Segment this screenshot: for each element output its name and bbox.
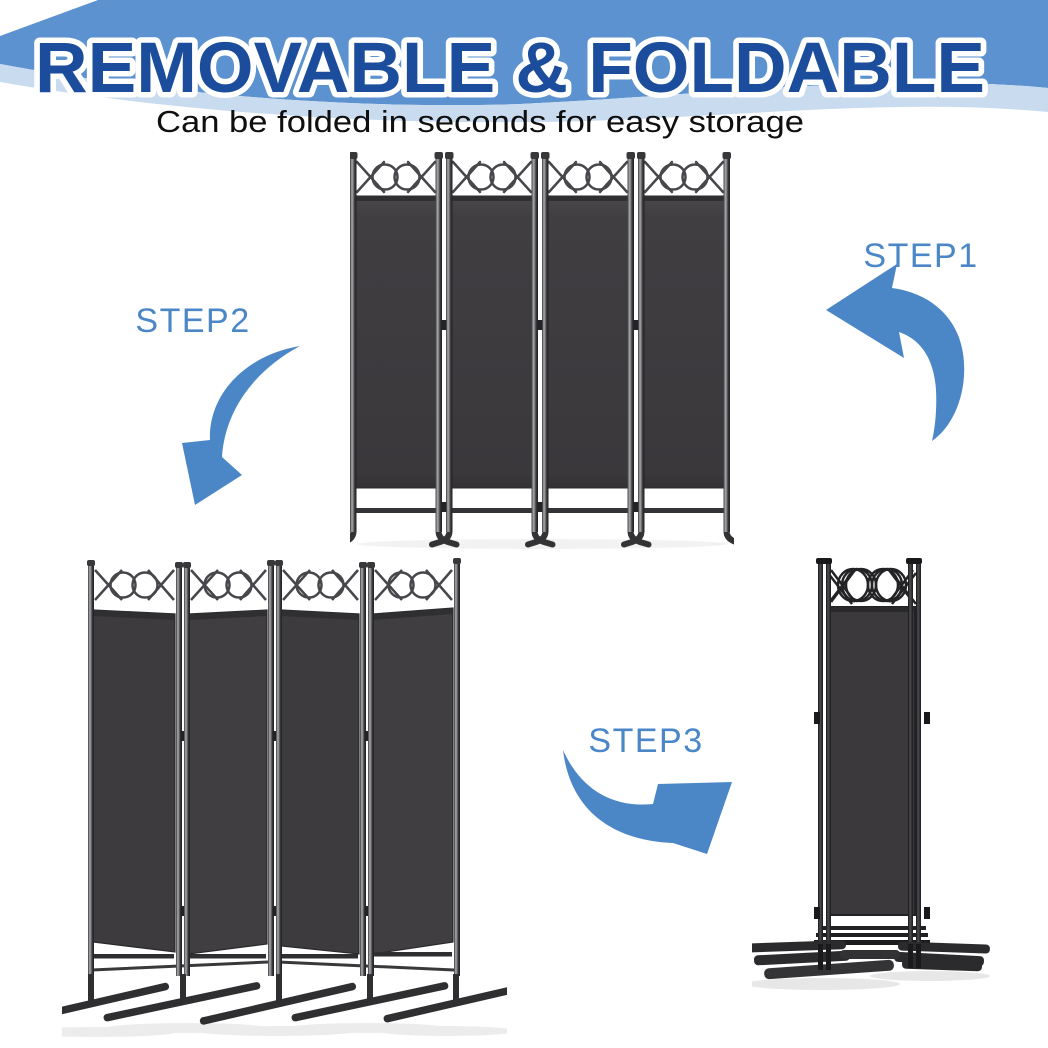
- divider-panels-angled: [62, 558, 507, 1025]
- floor-shadows: [62, 1023, 507, 1037]
- product-image-divider-standing: [350, 152, 734, 549]
- arrow-shape: [826, 264, 965, 441]
- curved-arrow-up-left-icon: [826, 264, 965, 441]
- product-image-divider-unfolded: [62, 558, 507, 1037]
- arrow-shape: [182, 346, 300, 505]
- step2-label: STEP2: [135, 302, 251, 340]
- arrow-shape: [563, 750, 732, 854]
- curved-arrow-down-left-icon: [182, 346, 300, 505]
- banner-topleft-notch: [0, 0, 98, 36]
- product-image-divider-folded: [752, 558, 990, 990]
- banner-subtitle: Can be folded in seconds for easy storag…: [156, 104, 804, 139]
- step3-label: STEP3: [588, 722, 704, 760]
- folded-divider: [752, 558, 990, 980]
- banner-light-wave: [0, 64, 1048, 123]
- step1-label: STEP1: [863, 237, 979, 275]
- banner: REMOVABLE & FOLDABLE Can be folded in se…: [0, 0, 1048, 139]
- curved-arrow-up-right-icon: [563, 750, 732, 854]
- banner-title: REMOVABLE & FOLDABLE: [35, 29, 985, 108]
- divider-panels: [350, 152, 734, 548]
- banner-blue-wave: [0, 0, 1048, 106]
- floor-shadows: [752, 971, 990, 990]
